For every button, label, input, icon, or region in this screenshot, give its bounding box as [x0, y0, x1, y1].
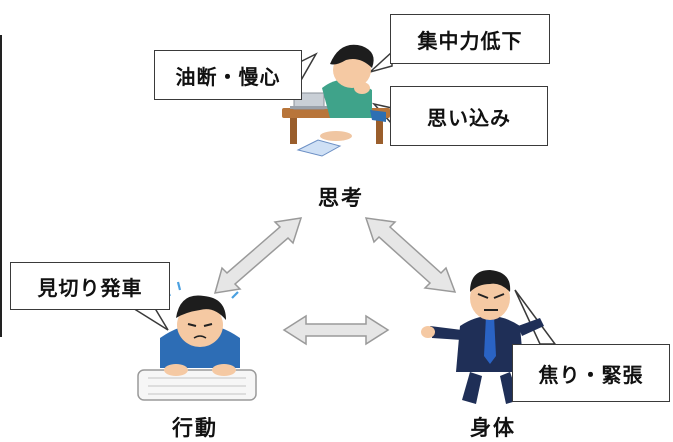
callout-carelessness: 油断・慢心 [154, 50, 302, 100]
callout-impatience-tension: 焦り・緊張 [512, 344, 670, 402]
callout-rash-start: 見切り発車 [10, 262, 170, 310]
callout-assumption-text: 思い込み [427, 105, 511, 130]
callout-assumption: 思い込み [390, 86, 548, 146]
callout-tail-impatience [514, 289, 557, 345]
arrow-thinking-body [364, 217, 457, 293]
callout-carelessness-text: 油断・慢心 [175, 64, 281, 89]
callout-tail-carelessness [299, 52, 318, 85]
arrow-action-body [282, 314, 390, 346]
node-label-body: 身体 [470, 416, 516, 440]
arrow-thinking-action [213, 217, 303, 294]
node-label-thinking: 思考 [318, 186, 364, 210]
body-person-illustration [421, 270, 544, 404]
callout-rash-start-text: 見切り発車 [37, 275, 143, 300]
callout-concentration-drop-text: 集中力低下 [417, 28, 523, 53]
action-person-illustration [137, 281, 257, 401]
node-label-action: 行動 [172, 416, 218, 440]
left-edge-line [0, 35, 2, 337]
callout-concentration-drop: 集中力低下 [390, 14, 550, 64]
thinking-person-illustration [282, 44, 390, 157]
callout-impatience-tension-text: 焦り・緊張 [538, 362, 644, 387]
